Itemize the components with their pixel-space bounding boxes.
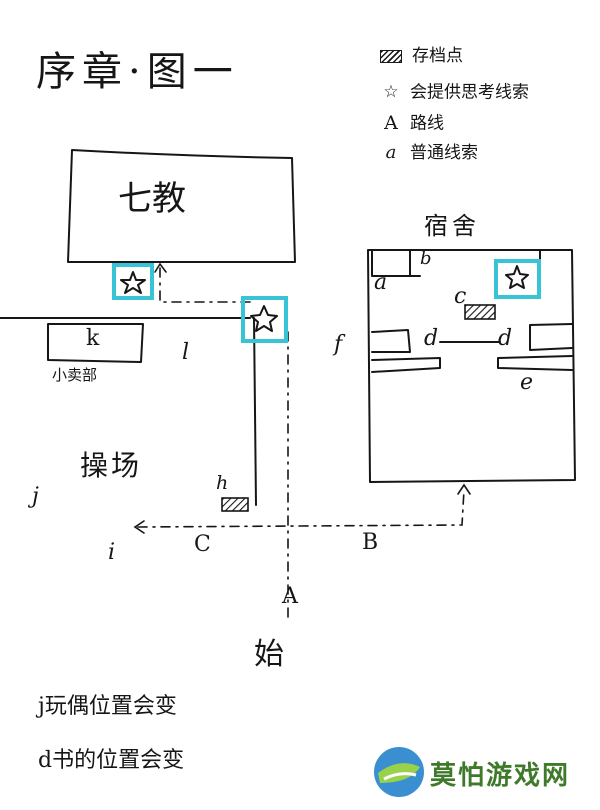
map-title: 序章·图一 <box>36 49 239 95</box>
start-label: 始 <box>254 637 284 672</box>
legend-item-route: A 路线 <box>380 114 444 133</box>
watermark-logo-icon <box>374 747 424 797</box>
vertical-wall <box>253 317 257 506</box>
dorm-label: 宿舍 <box>424 212 480 240</box>
clue-c: c <box>454 284 467 309</box>
save-point-icon <box>221 497 249 512</box>
watermark-text: 莫怕游戏网 <box>430 761 571 791</box>
arrow-top <box>154 262 167 273</box>
classroom-label: 七教 <box>118 179 186 219</box>
clue-f: f <box>334 332 343 357</box>
clue-d-left: d <box>424 326 439 351</box>
playground-label: 操场 <box>80 449 143 482</box>
clue-i: i <box>108 540 116 565</box>
letter-a-lower-icon: a <box>385 142 397 163</box>
star-icon <box>505 265 529 289</box>
clue-a: a <box>374 270 388 295</box>
dorm-desk-left <box>371 329 411 353</box>
star-icon: ☆ <box>383 82 399 102</box>
watermark: 莫怕游戏网 <box>370 743 595 801</box>
legend-item-save-point: 存档点 <box>380 48 463 65</box>
clue-b: b <box>420 248 432 269</box>
arrow-dorm <box>457 483 471 495</box>
highlight-box-classroom <box>112 263 154 300</box>
kiosk-label: 小卖部 <box>52 366 98 384</box>
legend-label: 存档点 <box>412 46 463 66</box>
note-j: j玩偶位置会变 <box>38 694 177 719</box>
clue-j: j <box>32 484 39 509</box>
star-icon <box>250 305 278 332</box>
dorm-outline <box>367 249 576 483</box>
note-d: d书的位置会变 <box>38 748 185 773</box>
dorm-desk-left2 <box>371 357 441 373</box>
kiosk-outline <box>47 323 144 363</box>
route-a-label: A <box>282 584 298 609</box>
highlight-box-dorm <box>494 259 541 299</box>
dorm-room-b <box>409 249 421 277</box>
dorm-desk-right <box>529 323 573 351</box>
legend-label: 会提供思考线索 <box>410 82 529 103</box>
legend-label: 普通线索 <box>410 143 478 163</box>
route-bottom <box>137 489 465 528</box>
arrow-left <box>133 520 145 534</box>
route-b-label: B <box>362 530 379 555</box>
route-top <box>159 267 251 303</box>
route-c-label: C <box>194 532 211 557</box>
kiosk-letter: k <box>86 326 100 351</box>
save-point-icon <box>464 304 496 320</box>
letter-a-icon: A <box>384 112 398 134</box>
clue-l: l <box>182 340 190 365</box>
clue-d-right: d <box>498 326 513 351</box>
highlight-box-junction <box>241 296 288 343</box>
classroom-outline <box>67 149 296 263</box>
save-point-icon <box>380 49 402 63</box>
clue-e: e <box>520 370 534 395</box>
dorm-desk-right2 <box>497 355 573 371</box>
star-icon <box>120 271 146 294</box>
clue-h: h <box>216 472 229 494</box>
legend-item-star: ☆ 会提供思考线索 <box>380 84 529 102</box>
legend-label: 路线 <box>410 113 444 134</box>
legend-item-clue: a 普通线索 <box>380 144 478 162</box>
